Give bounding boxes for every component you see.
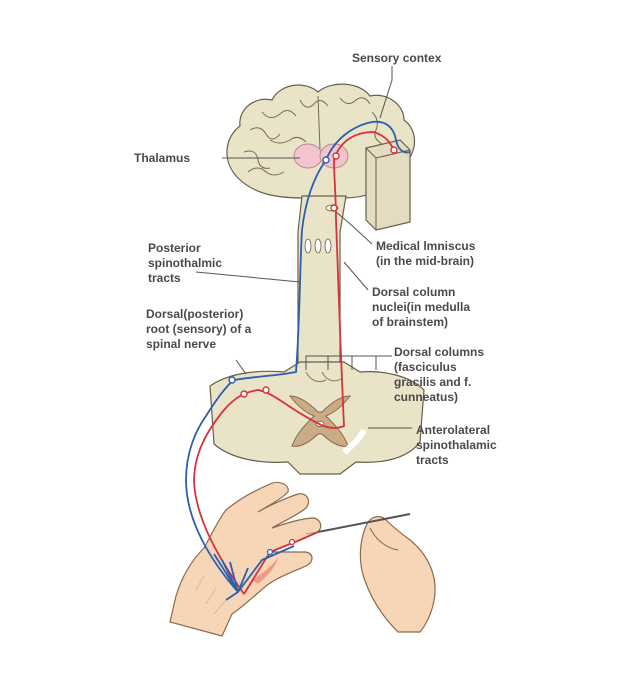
pinching-hand xyxy=(305,513,436,633)
hand-nerve-branches xyxy=(213,531,319,601)
thalamus-left xyxy=(293,143,323,169)
cortex-gyri xyxy=(243,95,383,176)
nerve-pathways xyxy=(185,120,411,601)
needle xyxy=(317,513,411,533)
hand xyxy=(169,481,322,637)
stimulus-area xyxy=(252,558,278,584)
synapse-markers xyxy=(228,146,398,556)
label-anterolateral: Anterolateral spinothalamic tracts xyxy=(416,423,500,467)
cortex-block xyxy=(365,139,411,231)
red-pathway xyxy=(193,131,395,595)
label-posterior-spinothalamic: Posterior spinothalmic tracts xyxy=(148,241,225,285)
label-dorsal-root: Dorsal(posterior) root (sensory) of a sp… xyxy=(146,307,255,351)
labels: Sensory contex Thalamus Medical lmniscus… xyxy=(134,51,500,467)
leader-lines xyxy=(195,66,412,429)
brain-section xyxy=(226,83,416,231)
label-dorsal-columns: Dorsal columns (fasciculus gracilis and … xyxy=(394,345,487,404)
label-sensory-cortex: Sensory contex xyxy=(352,51,442,65)
label-thalamus: Thalamus xyxy=(134,151,190,165)
blue-pathway xyxy=(185,120,411,593)
label-medial-lemniscus: Medical lmniscus (in the mid-brain) xyxy=(376,239,479,268)
label-dorsal-column-nuclei: Dorsal column nuclei(in medulla of brain… xyxy=(372,285,473,329)
